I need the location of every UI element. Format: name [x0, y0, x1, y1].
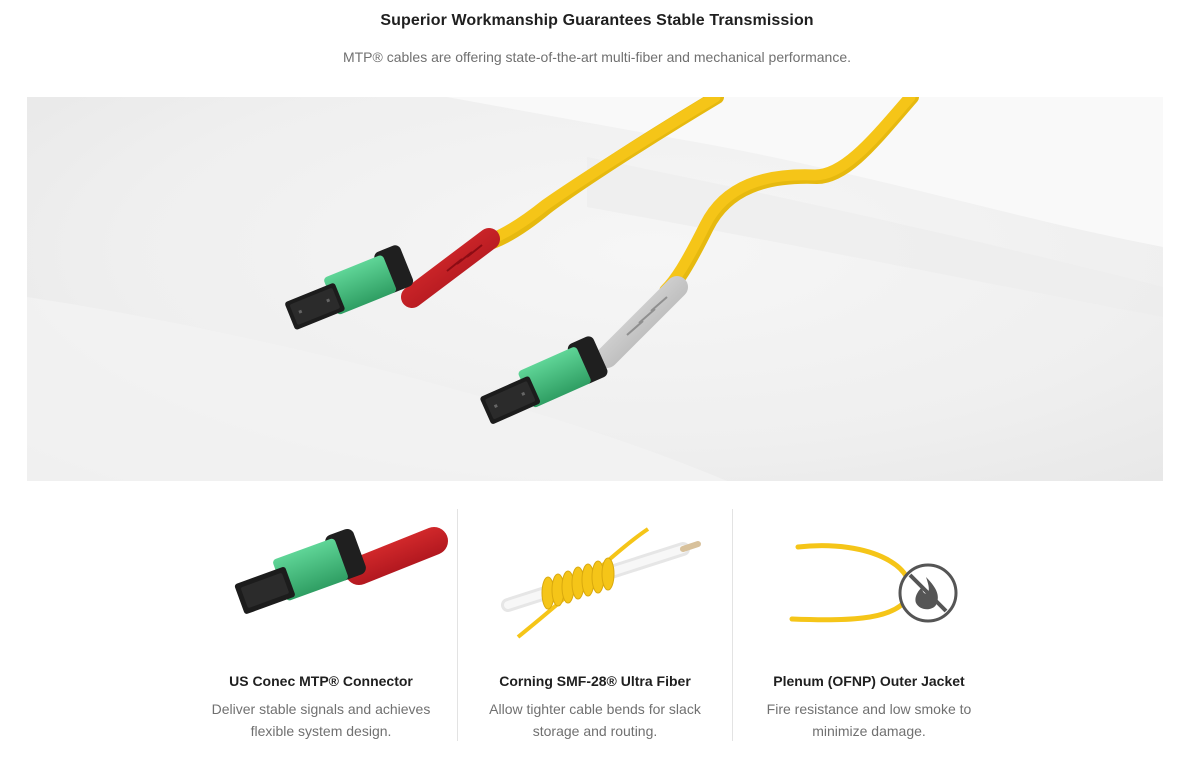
- feature-divider: [732, 509, 733, 741]
- fiber-coil-illustration: [501, 527, 701, 639]
- paper-fold-bottom: [27, 297, 727, 481]
- feature-title: US Conec MTP® Connector: [229, 673, 413, 689]
- feature-plenum-jacket: Plenum (OFNP) Outer Jacket Fire resistan…: [732, 509, 1006, 741]
- feature-mtp-connector: US Conec MTP® Connector Deliver stable s…: [184, 509, 458, 741]
- fiber-cable-right: [659, 97, 916, 296]
- feature-divider: [457, 509, 458, 741]
- no-fire-icon: [732, 509, 1006, 659]
- feature-description: Deliver stable signals and achieves flex…: [211, 701, 431, 739]
- feature-title: Plenum (OFNP) Outer Jacket: [773, 673, 965, 689]
- mtp-connector-right: [480, 336, 608, 424]
- page-title: Superior Workmanship Guarantees Stable T…: [380, 12, 814, 29]
- plenum-illustration: [789, 543, 958, 623]
- feature-smf28-fiber: Corning SMF-28® Ultra Fiber Allow tighte…: [458, 509, 732, 741]
- hero-cable-image: [27, 97, 1163, 481]
- fiber-cable-left: [473, 97, 721, 249]
- feature-description: Fire resistance and low smoke to minimiz…: [766, 701, 972, 739]
- page-subtitle: MTP® cables are offering state-of-the-ar…: [342, 49, 852, 65]
- feature-title: Corning SMF-28® Ultra Fiber: [499, 673, 691, 689]
- gray-boot-ribs: [626, 296, 668, 336]
- paper-fold-top: [447, 97, 1163, 247]
- mtp-connector-icon: [184, 509, 458, 659]
- feature-description: Allow tighter cable bends for slack stor…: [489, 701, 701, 739]
- fiber-coil-pencil-icon: [458, 509, 732, 659]
- mtp-connector-illustration: [234, 527, 448, 614]
- hero-illustration: [27, 97, 1163, 481]
- red-boot-ribs: [446, 244, 483, 272]
- mtp-connector-left: [285, 245, 414, 330]
